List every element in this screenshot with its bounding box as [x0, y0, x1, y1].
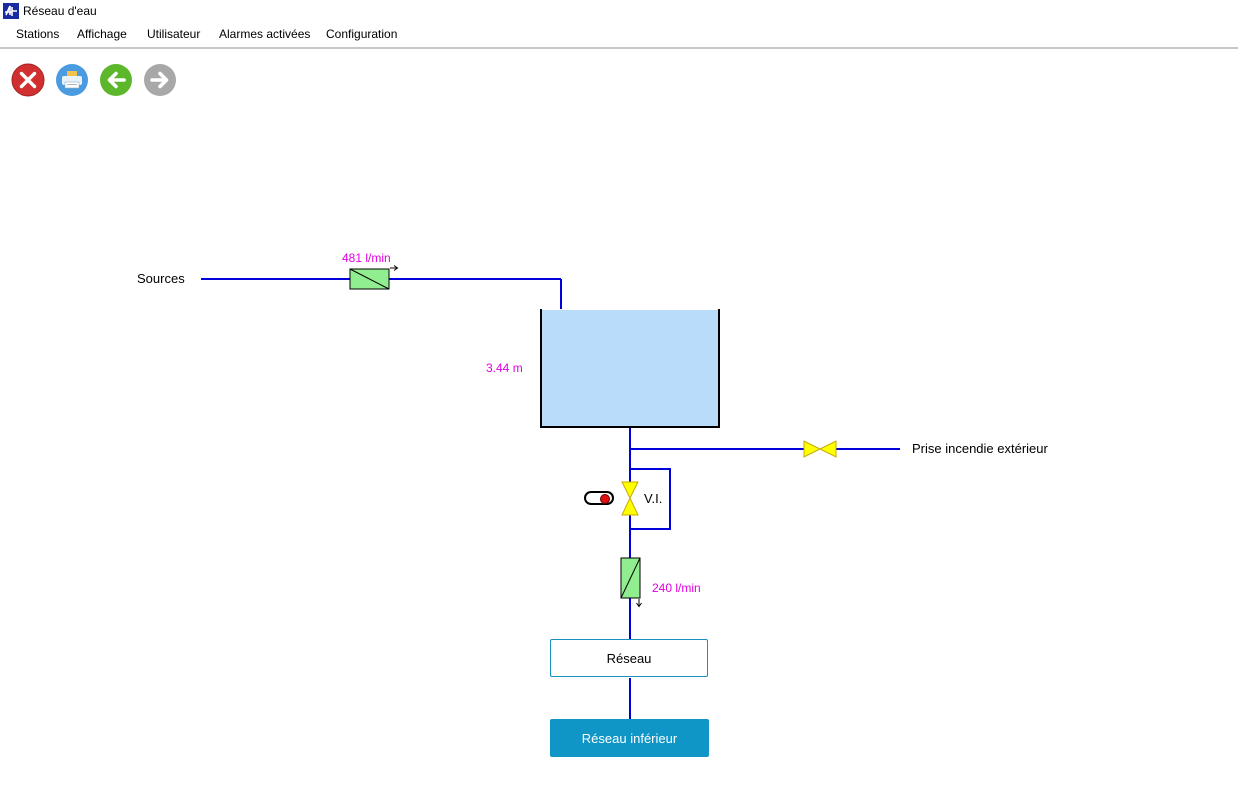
app-logo-icon — [3, 3, 19, 19]
forward-button[interactable] — [143, 63, 177, 97]
fire-hydrant-valve[interactable] — [803, 440, 837, 458]
menu-affichage[interactable]: Affichage — [77, 27, 127, 41]
menu-separator — [0, 47, 1238, 49]
printer-icon — [56, 64, 88, 96]
close-button[interactable] — [11, 63, 45, 97]
close-icon — [11, 63, 45, 97]
alarm-dot-icon — [600, 494, 610, 504]
outlet-flow-value: 240 l/min — [652, 581, 701, 595]
print-button[interactable] — [55, 63, 89, 97]
reseau-inferieur-label: Réseau inférieur — [581, 730, 678, 746]
reseau-label: Réseau — [606, 650, 652, 666]
outlet-flow-meter[interactable] — [620, 557, 642, 608]
title-bar: Réseau d'eau — [0, 0, 1238, 22]
water-tank[interactable] — [540, 309, 720, 428]
outlet-pipe — [629, 428, 900, 719]
window-title: Réseau d'eau — [23, 4, 97, 18]
menu-bar: Stations Affichage Utilisateur Alarmes a… — [0, 24, 1238, 46]
tank-level-value: 3.44 m — [486, 361, 523, 375]
inlet-flow-value: 481 l/min — [342, 251, 391, 265]
sources-label: Sources — [137, 271, 185, 286]
reseau-button[interactable]: Réseau — [550, 639, 708, 677]
back-button[interactable] — [99, 63, 133, 97]
menu-alarmes-activees[interactable]: Alarmes activées — [219, 27, 311, 41]
inlet-flow-meter[interactable] — [349, 265, 399, 290]
inlet-pipe — [201, 278, 562, 309]
menu-utilisateur[interactable]: Utilisateur — [147, 27, 201, 41]
arrow-left-icon — [100, 64, 132, 96]
vi-valve-label: V.I. — [644, 491, 663, 506]
menu-stations[interactable]: Stations — [16, 27, 60, 41]
reseau-inferieur-button[interactable]: Réseau inférieur — [550, 719, 709, 757]
arrow-right-icon — [144, 64, 176, 96]
vi-valve[interactable] — [621, 481, 639, 516]
menu-configuration[interactable]: Configuration — [326, 27, 398, 41]
vi-valve-toggle[interactable] — [584, 491, 614, 505]
fire-hydrant-label: Prise incendie extérieur — [912, 441, 1048, 456]
